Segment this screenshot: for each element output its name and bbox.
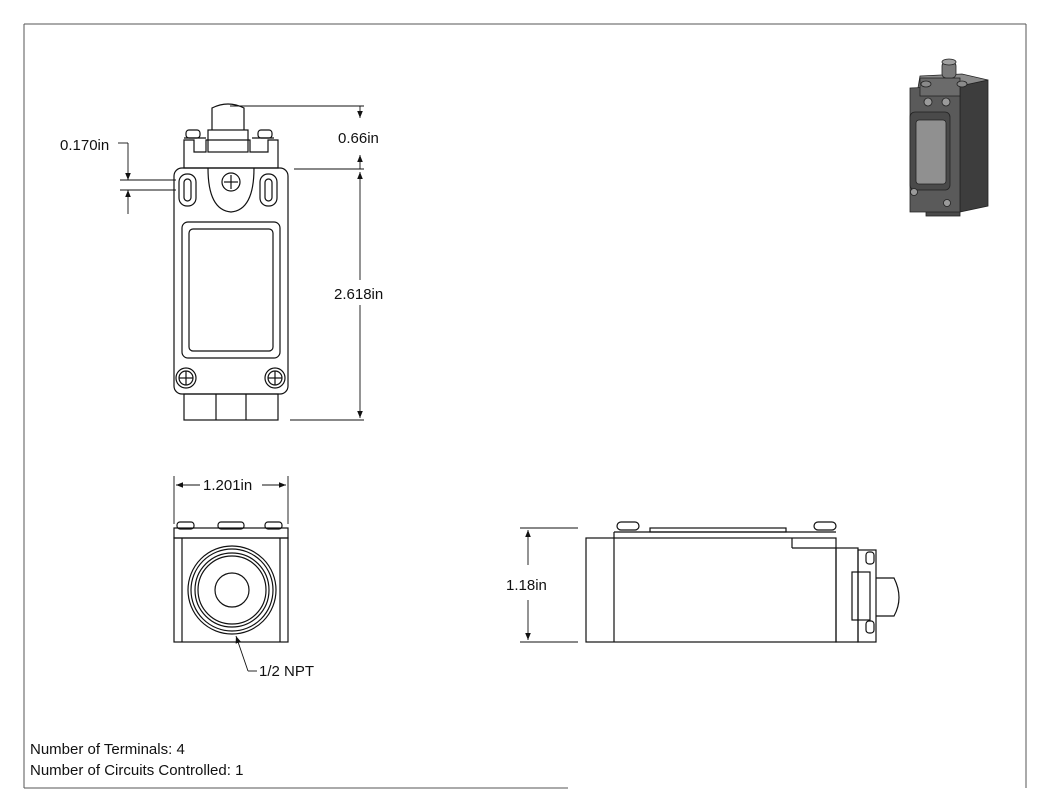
dim-body-depth-label: 1.18in	[506, 577, 547, 594]
npt-leader	[235, 635, 257, 672]
dim-body-height-label: 2.618in	[334, 286, 383, 303]
side-view	[585, 521, 900, 643]
terminals-note: Number of Terminals: 4	[30, 741, 185, 758]
dim-1201	[173, 476, 289, 524]
dim-slot-gap-label: 0.170in	[60, 137, 109, 154]
dim-118	[520, 527, 578, 643]
dim-plunger-height-label: 0.66in	[338, 130, 379, 147]
sheet-border	[23, 23, 1027, 789]
circuits-note: Number of Circuits Controlled: 1	[30, 762, 244, 779]
front-view	[173, 103, 289, 421]
dim-066	[230, 105, 364, 170]
dim-2618	[290, 172, 364, 421]
dim-0170	[118, 142, 176, 214]
bottom-view	[173, 521, 289, 643]
isometric-product-render	[909, 58, 989, 217]
dim-body-width-label: 1.201in	[203, 477, 252, 494]
npt-callout-label: 1/2 NPT	[259, 663, 314, 680]
